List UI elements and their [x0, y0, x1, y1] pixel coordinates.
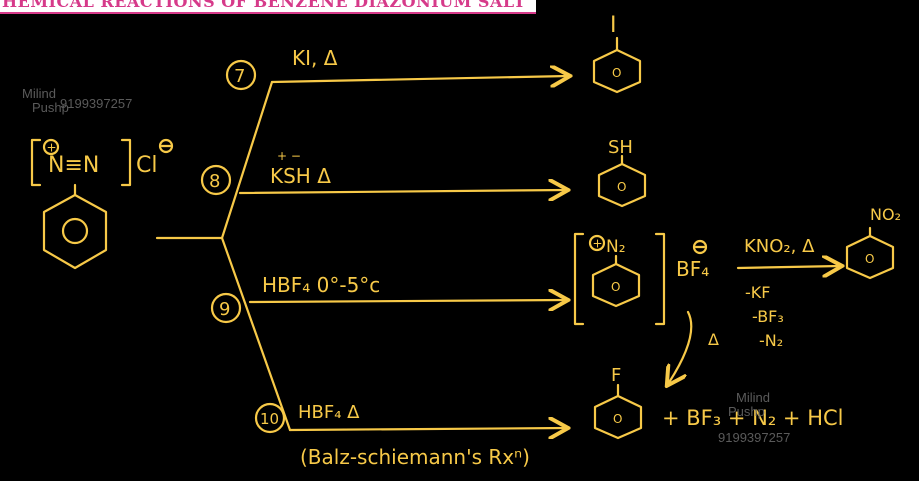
svg-text:O: O	[865, 252, 874, 266]
svg-text:10: 10	[260, 410, 279, 428]
byproduct-bf3: -BF₃	[752, 307, 784, 326]
svg-text:9: 9	[219, 299, 230, 320]
chloride-anion: Cl	[136, 153, 157, 178]
diazonium-group: N≡N	[48, 153, 99, 178]
substituent-7: I	[610, 13, 617, 38]
product-ring-7	[592, 48, 642, 94]
heat-label: Δ	[708, 330, 719, 349]
reagent-10: HBF₄ Δ	[298, 402, 360, 423]
reaction-9: 9 HBF₄ 0°-5°c + N₂ O BF₄ KNO₂, Δ -KF -BF…	[210, 205, 901, 384]
arrow-7	[270, 76, 568, 82]
substituent-f: F	[611, 365, 621, 386]
svg-text:Pushp: Pushp	[32, 100, 69, 115]
byproducts-10: + BF₃ + N₂ + HCl	[662, 406, 843, 430]
byproduct-kf: -KF	[745, 283, 770, 302]
arrow-9b	[736, 266, 840, 268]
reagent-9b: KNO₂, Δ	[744, 236, 815, 257]
substituent-no2: NO₂	[870, 205, 901, 224]
svg-text:Milind: Milind	[22, 86, 56, 101]
counterion-9: BF₄	[676, 257, 709, 281]
reaction-10: 10 HBF₄ Δ (Balz-schiemann's Rxⁿ) F O + B…	[254, 365, 843, 469]
svg-text:+: +	[593, 237, 603, 251]
svg-text:+ −: + −	[277, 149, 301, 163]
svg-text:9199397257: 9199397257	[718, 430, 790, 445]
diazonium-salt: + N≡N Cl	[30, 138, 174, 270]
reagent-8: KSH Δ	[270, 164, 331, 188]
watermark-2: Milind Pushp 9199397257	[718, 390, 790, 445]
branch-trunk	[220, 80, 292, 432]
svg-text:O: O	[613, 412, 622, 426]
reaction-name: (Balz-schiemann's Rxⁿ)	[300, 445, 530, 469]
reaction-7: 7 KI, Δ I O	[225, 13, 642, 94]
product-ring-no2	[845, 234, 895, 280]
svg-text:9199397257: 9199397257	[60, 96, 132, 111]
page-title: HEMICAL REACTIONS OF BENZENE DIAZONIUM S…	[2, 0, 526, 11]
watermark: Milind Pushp 9199397257	[22, 86, 132, 115]
substituent-8: SH	[608, 137, 633, 158]
arrow-10	[288, 428, 566, 430]
diazonium-9: N₂	[606, 237, 626, 257]
svg-text:+: +	[47, 141, 57, 155]
reaction-8: 8 KSH Δ + − SH O	[200, 137, 647, 208]
svg-text:O: O	[612, 66, 621, 80]
heat-arrow	[668, 310, 693, 384]
byproduct-n2: -N₂	[759, 331, 783, 350]
svg-text:7: 7	[234, 66, 245, 87]
product-ring-8	[597, 162, 647, 208]
benzene-ring	[42, 193, 108, 270]
header-banner: HEMICAL REACTIONS OF BENZENE DIAZONIUM S…	[0, 0, 536, 14]
arrow-8	[238, 190, 566, 193]
svg-text:8: 8	[209, 171, 220, 192]
product-ring-9	[591, 262, 641, 308]
svg-text:Milind: Milind	[736, 390, 770, 405]
svg-text:O: O	[617, 180, 626, 194]
svg-text:O: O	[611, 280, 620, 294]
product-ring-f	[593, 394, 643, 440]
arrow-9	[248, 300, 566, 302]
reagent-9: HBF₄ 0°-5°c	[262, 273, 380, 297]
reagent-7: KI, Δ	[292, 46, 338, 70]
svg-text:Pushp: Pushp	[728, 404, 765, 419]
